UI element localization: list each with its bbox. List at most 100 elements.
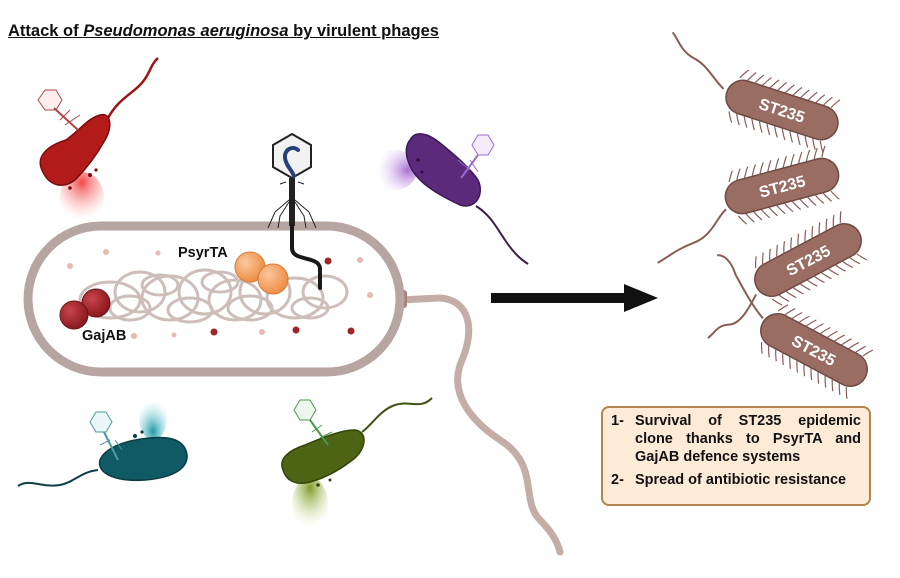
cell-membrane [23, 221, 405, 377]
pilus [777, 82, 788, 91]
pilus [800, 283, 811, 291]
psyrta-defence-system [234, 251, 289, 295]
flagellum [17, 469, 99, 487]
pilus [774, 126, 778, 138]
phage-icon [457, 134, 495, 179]
pilus [798, 315, 810, 323]
pilus [824, 375, 827, 388]
pilus [803, 364, 806, 377]
pilus [848, 341, 859, 350]
flagellum [106, 57, 159, 119]
pilus [769, 79, 780, 89]
pilus [791, 201, 802, 211]
pilus [838, 383, 841, 396]
pilus [791, 311, 803, 319]
psyrta-label: PsyrTA [178, 245, 228, 261]
title-prefix: Attack of [8, 22, 84, 40]
pilus [841, 338, 852, 346]
pilus [835, 264, 846, 272]
title-suffix: by virulent phages [288, 22, 439, 40]
pilus [792, 287, 804, 295]
pilus [751, 118, 756, 131]
pilus [737, 215, 748, 225]
pilus [812, 138, 816, 151]
pilus [728, 111, 733, 123]
pilus [810, 368, 813, 381]
flagellum [657, 208, 727, 264]
pilus [758, 121, 763, 133]
pilus [743, 116, 748, 128]
pilus [782, 353, 784, 366]
st235-bacterium: ST235 [657, 145, 840, 264]
pilus [845, 387, 848, 399]
phage-icon [37, 89, 81, 131]
st235-bacterium: ST235 [707, 211, 868, 339]
pilus [774, 158, 780, 170]
outcome-arrow [491, 284, 658, 312]
pilus [789, 357, 792, 369]
spray [139, 396, 167, 440]
cell-body [39, 113, 111, 186]
pilus [739, 69, 750, 79]
pilus [762, 77, 772, 86]
pilus [834, 334, 845, 342]
pilus [799, 198, 809, 208]
pilus [804, 135, 809, 148]
pilus [728, 170, 733, 183]
cell-body [281, 429, 365, 484]
pilus [744, 166, 749, 178]
pilus [856, 253, 868, 261]
pilus [760, 209, 771, 219]
lysed-bacterium-teal [17, 396, 188, 487]
pilus [789, 130, 794, 143]
outcome-box: 1- Survival of ST235 epidemic clone than… [601, 406, 871, 506]
outcome-text: Survival of ST235 epidemic clone thanks … [635, 413, 861, 465]
pilus [768, 207, 778, 217]
pilus [796, 360, 799, 373]
lysed-bacterium-red [37, 57, 159, 224]
phage-icon [89, 411, 123, 461]
pilus [813, 147, 818, 160]
cell-body [725, 79, 839, 141]
pilus [745, 213, 755, 223]
pilus [817, 372, 820, 384]
cell-body [98, 436, 188, 482]
lysed-bacterium-purple [373, 133, 529, 265]
pilus [736, 168, 741, 180]
pilus [775, 349, 777, 362]
flagellum [707, 293, 757, 339]
pilus [785, 291, 797, 299]
pilus [762, 252, 764, 265]
pilus [813, 323, 824, 331]
pilus [815, 94, 826, 103]
pilus [839, 211, 842, 223]
flagellum [475, 205, 529, 265]
pilus [785, 84, 795, 94]
pilus [842, 260, 853, 269]
outcome-number: 2- [611, 472, 624, 488]
pilus [811, 226, 814, 238]
pilus [806, 319, 817, 327]
cell-body [405, 133, 481, 207]
pilus [830, 99, 841, 108]
pilus [807, 279, 818, 287]
pilus [821, 272, 832, 280]
pilus [759, 162, 764, 174]
st235-bacterium: ST235 [671, 31, 841, 153]
long-flagellum [396, 294, 564, 556]
pilus [807, 196, 817, 206]
pilus [768, 345, 770, 358]
pilus [797, 233, 800, 246]
figure-title: Attack of Pseudomonas aeruginosa by viru… [8, 22, 439, 41]
cytoplasm-particles [67, 249, 373, 339]
pilus [796, 133, 801, 146]
pilus [751, 164, 757, 176]
pilus [776, 205, 786, 215]
pilus [781, 128, 786, 141]
pilus [769, 248, 771, 261]
pilus [736, 113, 740, 126]
pilus [784, 308, 796, 316]
flagellum [361, 397, 433, 433]
pilus [792, 86, 803, 96]
